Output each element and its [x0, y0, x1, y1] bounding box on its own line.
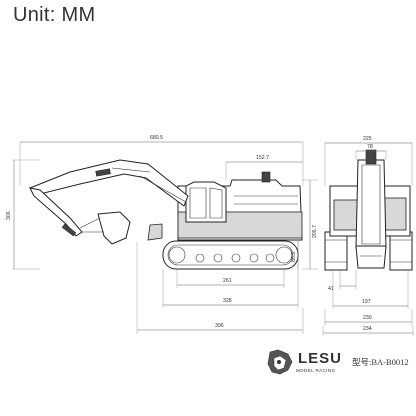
- track-rollers: [168, 246, 293, 264]
- exhaust: [261, 171, 271, 183]
- front-track-right: [389, 231, 413, 271]
- dim-overall-length: 680.5: [150, 135, 163, 141]
- lion-logo-icon: [267, 349, 293, 375]
- dim-boom-width: 78: [367, 144, 373, 150]
- arm-cylinder: [61, 223, 77, 237]
- dim-center-offset: 197: [362, 299, 371, 305]
- dim-ground-clearance: 85.5: [291, 252, 297, 262]
- front-bucket: [355, 245, 387, 269]
- bucket: [97, 211, 131, 245]
- dim-cab-height: 206.7: [312, 225, 318, 238]
- side-view-dimensions: 680.5 152.7 306 206.7 85.5 261 328 396: [6, 135, 318, 334]
- dim-upper-width: 152.7: [256, 155, 269, 161]
- dim-top-width: 225: [363, 136, 372, 142]
- side-view-excavator: [28, 159, 303, 270]
- dozer-blade: [147, 223, 163, 241]
- dim-track-width: 230: [363, 315, 372, 321]
- model-number-label: 型号:BA-B0012: [352, 357, 409, 367]
- brand-logo-subtitle: MODEL RACING: [296, 368, 336, 373]
- boom: [28, 159, 189, 207]
- dim-track-inner: 261: [223, 278, 232, 284]
- boom-cylinder: [95, 168, 111, 177]
- dim-track-gap: 41: [328, 286, 334, 292]
- front-track-left: [324, 231, 348, 271]
- arm: [29, 187, 83, 237]
- brand-logo-text: LESU: [298, 350, 343, 367]
- front-boom: [355, 159, 387, 249]
- front-view-excavator: [324, 149, 413, 271]
- front-view-dimensions: 225 78 41 197 230 234: [322, 136, 414, 336]
- dim-track-length: 328: [223, 298, 232, 304]
- front-bucket-top: [365, 149, 377, 165]
- unit-label: Unit: MM: [13, 4, 96, 26]
- dim-base-length: 396: [215, 323, 224, 329]
- dim-height: 306: [6, 211, 12, 220]
- front-cab: [333, 199, 361, 231]
- dim-overall-width: 234: [363, 326, 372, 332]
